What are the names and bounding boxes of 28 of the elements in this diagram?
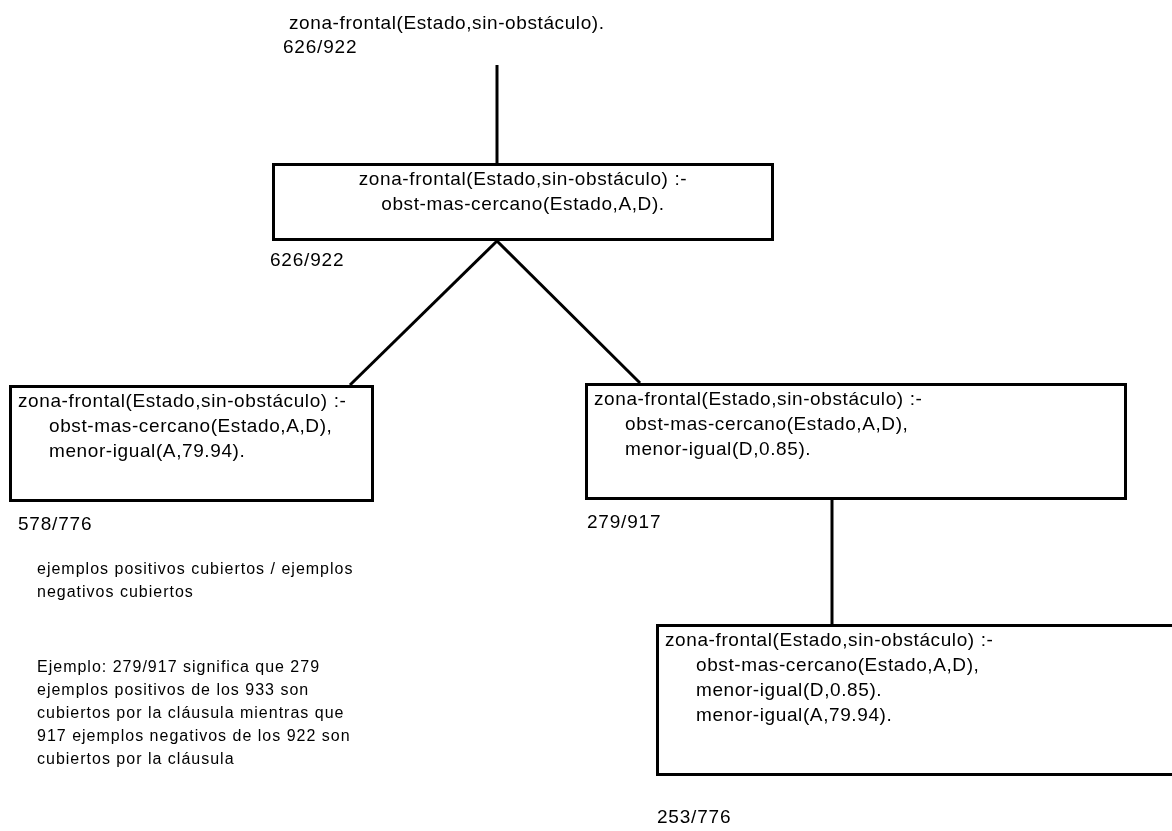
clause-box bbox=[656, 624, 1172, 776]
clause-box bbox=[9, 385, 374, 502]
note-text: Ejemplo: 279/917 significa que 279 ejemplos positivos de los 933 son cubiertos por la cláusula mientras que 917 ejemplos negativos de los 922 son cubiertos por la cláusula bbox=[37, 657, 352, 769]
clause-line: menor-igual(A,79.94). bbox=[48, 439, 247, 463]
clause-line: obst-mas-cercano(Estado,A,D). bbox=[380, 192, 666, 216]
clause-box bbox=[272, 163, 774, 241]
coverage-count: 578/776 bbox=[18, 513, 93, 535]
clause-box bbox=[585, 383, 1127, 500]
clause-line: menor-igual(D,0.85). bbox=[695, 678, 884, 702]
coverage-count: 626/922 bbox=[270, 249, 345, 271]
tree-branch-line bbox=[495, 239, 642, 385]
tree-branch-line bbox=[348, 239, 499, 387]
clause-line: menor-igual(D,0.85). bbox=[624, 437, 813, 461]
clause-line: menor-igual(A,79.94). bbox=[695, 703, 894, 727]
clause-line: obst-mas-cercano(Estado,A,D), bbox=[48, 414, 334, 438]
tree-branch-line bbox=[495, 65, 499, 163]
tree-branch-line bbox=[830, 500, 834, 624]
clause-line: zona-frontal(Estado,sin-obstáculo) :- bbox=[593, 387, 924, 411]
clause-line: zona-frontal(Estado,sin-obstáculo) :- bbox=[17, 389, 348, 413]
root-clause-text: zona-frontal(Estado,sin-obstáculo). bbox=[285, 8, 645, 38]
coverage-count: 626/922 bbox=[283, 36, 358, 58]
coverage-count: 279/917 bbox=[587, 511, 662, 533]
note-text: ejemplos positivos cubiertos / ejemplos negativos cubiertos bbox=[37, 559, 355, 602]
coverage-count: 253/776 bbox=[657, 806, 732, 828]
clause-line: obst-mas-cercano(Estado,A,D), bbox=[624, 412, 910, 436]
clause-line: obst-mas-cercano(Estado,A,D), bbox=[695, 653, 981, 677]
clause-line: zona-frontal(Estado,sin-obstáculo) :- bbox=[664, 628, 995, 652]
clause-line: zona-frontal(Estado,sin-obstáculo) :- bbox=[357, 167, 689, 191]
